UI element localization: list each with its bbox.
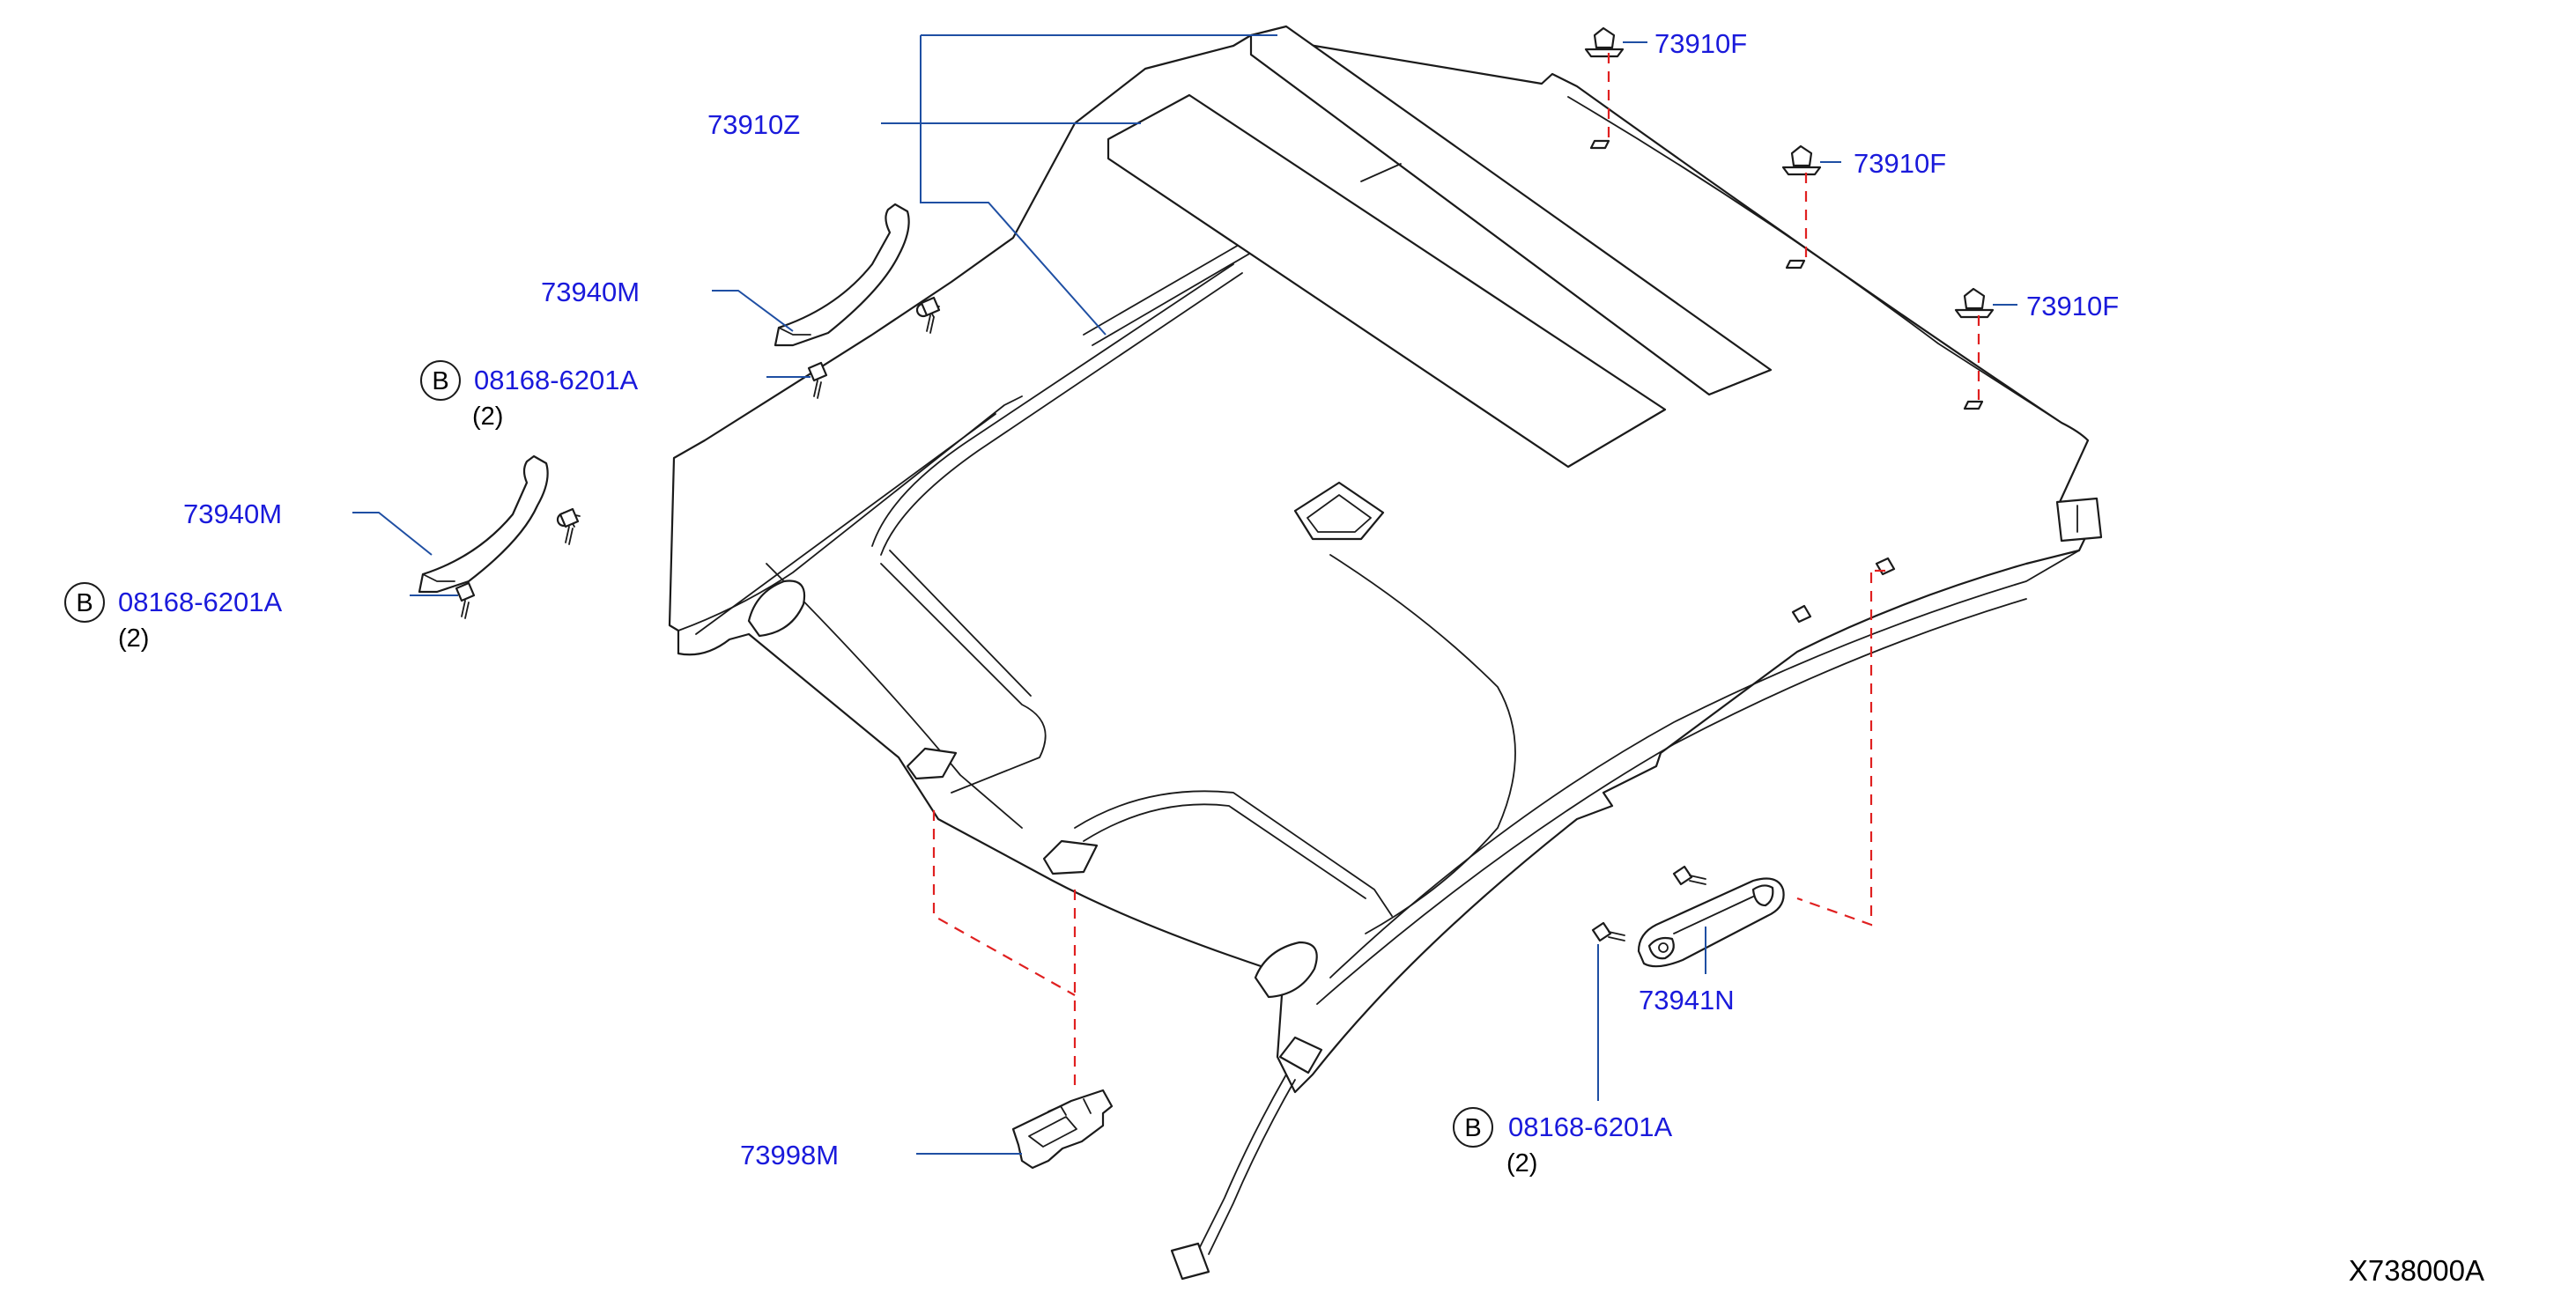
callout-73910F-3: 73910F [2026, 291, 2119, 321]
bolt-callout-3: B 08168-6201A (2) [1453, 1107, 1672, 1178]
bolt-part-number: 08168-6201A [118, 587, 282, 617]
bolt-callout-1: B 08168-6201A (2) [420, 360, 638, 431]
bolt-icon [455, 581, 476, 619]
bolt-quantity: (2) [472, 402, 503, 431]
assist-grip-rear [1637, 877, 1785, 968]
callout-73910F-2: 73910F [1854, 148, 1946, 179]
bolt-icon [1672, 865, 1706, 886]
bolt-quantity: (2) [118, 624, 149, 653]
callout-73998M: 73998M [740, 1140, 839, 1170]
bolt-part-number: 08168-6201A [1508, 1111, 1672, 1142]
bolt-badge: B [76, 589, 93, 617]
callout-73940M-1: 73940M [541, 277, 640, 307]
bolt-part-number: 08168-6201A [474, 365, 638, 395]
bolt-icon [807, 361, 828, 399]
callout-73910F-1: 73910F [1654, 28, 1747, 59]
assist-grip-mid [418, 454, 581, 594]
callout-73910Z: 73910Z [707, 109, 800, 140]
leader-lines [352, 34, 2017, 1155]
clip-icon [1954, 287, 1995, 319]
callout-73941N: 73941N [1639, 985, 1735, 1015]
diagram-code: X738000A [2349, 1254, 2484, 1287]
bolt-icon [559, 507, 580, 545]
bolt-quantity: (2) [1506, 1149, 1537, 1178]
bolt-callout-2: B 08168-6201A (2) [64, 582, 282, 653]
bolt-icon [1591, 921, 1625, 942]
holder [1011, 1089, 1114, 1170]
bolt-badge: B [1464, 1114, 1481, 1142]
callout-73940M-2: 73940M [183, 498, 282, 529]
clip-icon [1584, 26, 1625, 58]
headlining-pad-front [1107, 93, 1667, 469]
headlining-panel [668, 33, 2103, 1281]
bolt-badge: B [432, 367, 448, 395]
clip-icon [1781, 144, 1822, 176]
headlining-pad-rear [1249, 25, 1773, 396]
mounting-dash-lines [932, 53, 1980, 1092]
bolt-icon [920, 296, 941, 334]
